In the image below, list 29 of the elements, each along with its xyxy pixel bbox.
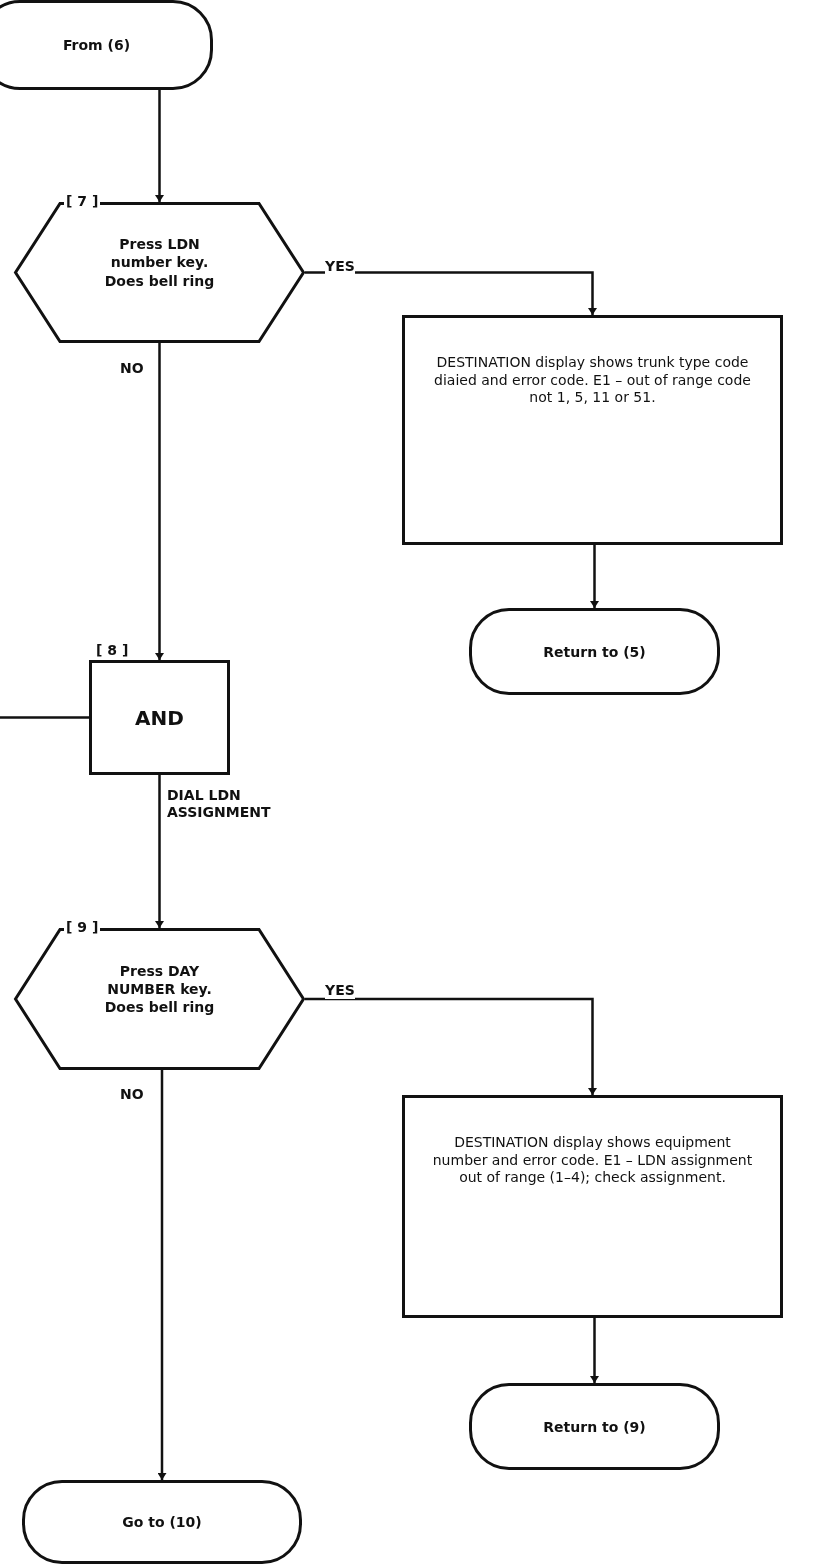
box-text: AND	[135, 705, 184, 730]
arrow	[158, 1070, 166, 1480]
step-number: [ 7 ]	[64, 192, 101, 210]
box-text: DESTINATION display shows trunk type code diaied and error code. E1 – out of range code not 1, 5, 11 or 51.	[433, 354, 752, 407]
step-number: [ 9 ]	[64, 918, 101, 936]
arrow	[305, 271, 596, 315]
step-number: [ 8 ]	[94, 641, 131, 659]
terminal-box	[469, 608, 720, 695]
process-box	[402, 315, 783, 545]
terminal-box	[22, 1480, 302, 1564]
process-box	[402, 1095, 783, 1318]
arrow	[156, 343, 163, 660]
arrow	[591, 545, 598, 608]
arrow	[156, 90, 163, 202]
box-text: Return to (5)	[543, 643, 646, 660]
terminal-box	[0, 0, 213, 90]
box-text: DESTINATION display shows equipment number and error code. E1 – LDN assignment out of range (1–4); check assignment.	[431, 1134, 754, 1187]
connector-line	[0, 716, 89, 719]
arrow	[591, 1318, 598, 1383]
box-text: Return to (9)	[543, 1418, 646, 1435]
decision-text: Press LDN number key. Does bell ring	[103, 235, 216, 290]
edge-label: YES	[325, 258, 355, 275]
terminal-box	[469, 1383, 720, 1470]
box-text: From (6)	[62, 37, 131, 53]
arrow	[156, 775, 163, 928]
edge-label: YES	[325, 982, 355, 999]
decision-text: Press DAY NUMBER key. Does bell ring	[103, 961, 216, 1017]
arrow	[305, 997, 596, 1095]
box-text: Go to (10)	[122, 1514, 202, 1530]
